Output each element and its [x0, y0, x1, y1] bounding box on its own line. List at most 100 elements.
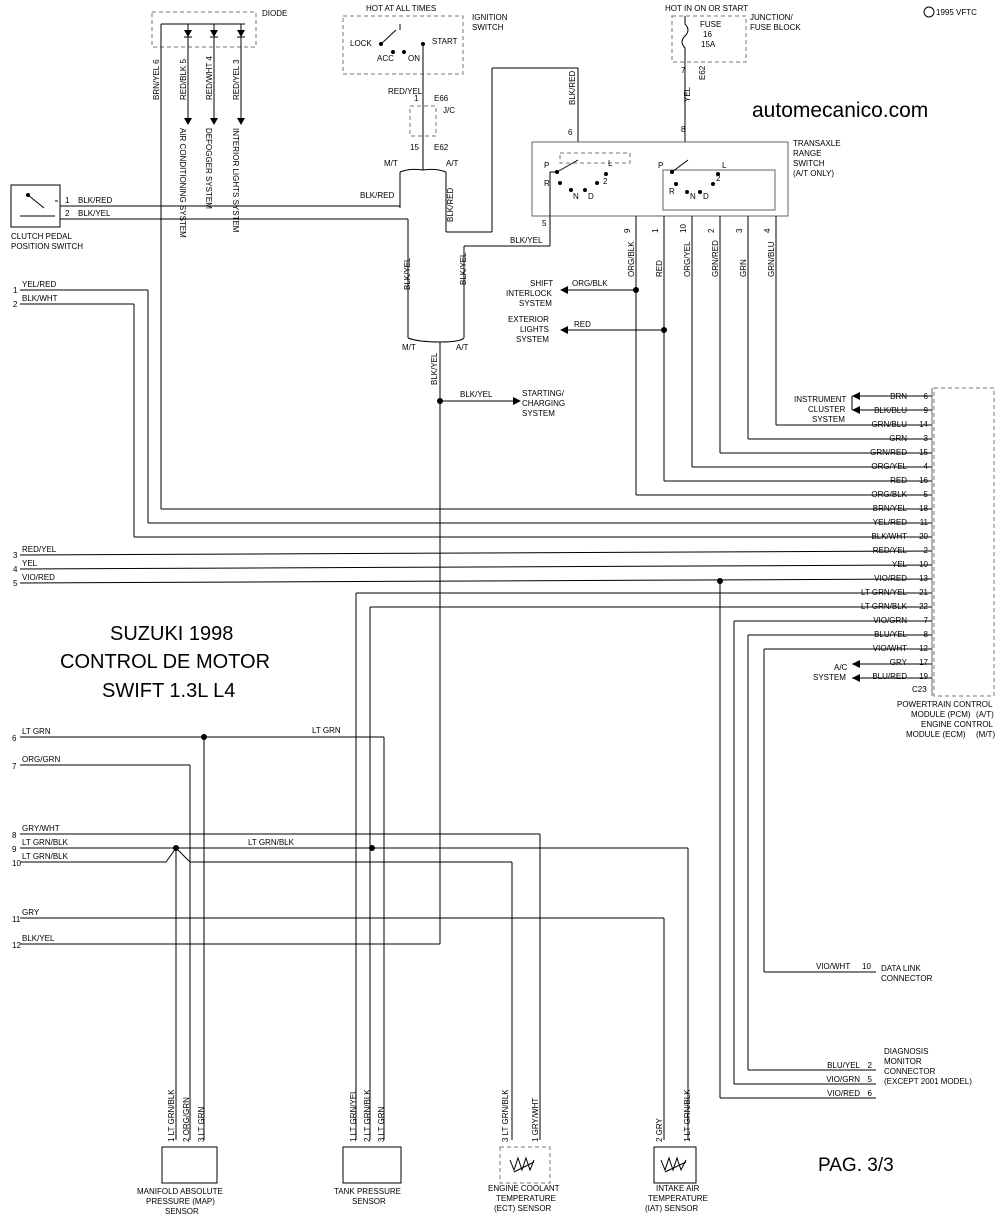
- diode-pin-3: RED/YEL 3: [232, 59, 241, 100]
- ignition-lock: LOCK: [350, 39, 372, 48]
- svg-text:P: P: [544, 161, 549, 170]
- starting-wire: BLK/YEL: [460, 390, 493, 399]
- left-wire-1: YEL/RED: [22, 280, 56, 289]
- lt-grn-blk-mid-label: LT GRN/BLK: [248, 838, 295, 847]
- mid-blkyel-2: BLK/YEL: [459, 252, 468, 285]
- ect-pin-3: 3 LT GRN/BLK: [501, 1089, 510, 1142]
- diode-symbols: [160, 23, 245, 47]
- fuse-hot-label: HOT IN ON OR START: [665, 4, 748, 13]
- website-watermark: automecanico.com: [752, 99, 928, 122]
- transaxle-switch-box: [531, 141, 789, 217]
- diag-wire-2: BLU/YEL: [827, 1061, 860, 1070]
- map-pin-3: 3 LT GRN: [197, 1107, 206, 1142]
- pcm-wire-10: YEL: [892, 560, 908, 569]
- fuse-wire-color: YEL: [683, 86, 692, 102]
- pcm-c23: C23: [912, 685, 927, 694]
- tank-label-2: SENSOR: [352, 1197, 386, 1206]
- left-wire-3: RED/YEL: [22, 545, 57, 554]
- transaxle-wire-9: ORG/BLK: [627, 241, 636, 277]
- map-label-3: SENSOR: [165, 1207, 199, 1216]
- ect-sensor-box: [499, 1146, 551, 1184]
- left-pin-1: 1: [13, 286, 18, 295]
- ignition-label-1: IGNITION: [472, 13, 508, 22]
- transaxle-wire-6: BLK/RED: [568, 71, 577, 105]
- pcm-wire-6: BRN: [890, 392, 907, 401]
- lower-wire-12: BLK/YEL: [22, 934, 55, 943]
- ignition-start: START: [432, 37, 458, 46]
- tank-label-1: TANK PRESSURE: [334, 1187, 401, 1196]
- transaxle-pin-5: 5: [542, 219, 547, 228]
- diode-pin-5: RED/BLK 5: [179, 59, 188, 100]
- defogger-system-label: DEFOGGER SYSTEM: [204, 128, 213, 209]
- lower-wire-6: LT GRN: [22, 727, 51, 736]
- pcm-pin-2: 2: [924, 546, 929, 555]
- iat-thermistor-icon: [660, 1156, 687, 1172]
- pcm-label-3: ENGINE CONTROL: [921, 720, 994, 729]
- transaxle-pins: 9ORG/BLK1RED10ORG/YEL2GRN/RED3GRN4GRN/BL…: [623, 224, 776, 277]
- pcm-label-4: MODULE (ECM): [906, 730, 966, 739]
- ignition-switch-box: [342, 15, 464, 75]
- svg-text:D: D: [703, 192, 709, 201]
- map-label-2: PRESSURE (MAP): [146, 1197, 215, 1206]
- transaxle-pin-3: 3: [735, 228, 744, 233]
- fuse-text-3: 15A: [701, 40, 716, 49]
- transaxle-wire-1: RED: [655, 260, 664, 277]
- ect-label-2: TEMPERATURE: [496, 1194, 556, 1203]
- transaxle-wire-3: GRN: [739, 259, 748, 277]
- ext-label-3: SYSTEM: [516, 335, 549, 344]
- lower-pin-10: 10: [12, 859, 21, 868]
- svg-text:R: R: [544, 179, 550, 188]
- transaxle-label-2: RANGE: [793, 149, 821, 158]
- transaxle-label-1: TRANSAXLE: [793, 139, 841, 148]
- iat-label-2: TEMPERATURE: [648, 1194, 708, 1203]
- iat-label-3: (IAT) SENSOR: [645, 1204, 698, 1213]
- svg-text:N: N: [573, 192, 579, 201]
- clutch-label-1: CLUTCH PEDAL: [11, 232, 72, 241]
- fuse-block-box: [671, 15, 747, 63]
- title-line-2: CONTROL DE MOTOR: [60, 651, 270, 673]
- ignition-pin-1: 1: [414, 94, 419, 103]
- ignition-mt: M/T: [384, 159, 398, 168]
- page-number: PAG. 3/3: [818, 1155, 894, 1176]
- dlc-label-1: DATA LINK: [881, 964, 921, 973]
- inst-label-3: SYSTEM: [812, 415, 845, 424]
- diag-wire-6: VIO/RED: [827, 1089, 860, 1098]
- ignition-jc: J/C: [443, 106, 455, 115]
- pcm-label-1: POWERTRAIN CONTROL: [897, 700, 993, 709]
- svg-text:R: R: [669, 187, 675, 196]
- ignition-pin-15: 15: [410, 143, 419, 152]
- routing-lines: [19, 47, 933, 1140]
- pcm-wire-13: VIO/RED: [874, 574, 907, 583]
- diag-label-4: (EXCEPT 2001 MODEL): [884, 1077, 972, 1086]
- left-pin-5: 5: [13, 579, 18, 588]
- ignition-hot-label: HOT AT ALL TIMES: [366, 4, 436, 13]
- diag-pin-5: 5: [868, 1075, 873, 1084]
- transaxle-label-4: (A/T ONLY): [793, 169, 834, 178]
- tank-pin-1: 1 LT GRN/YEL: [349, 1089, 358, 1142]
- svg-text:L: L: [608, 159, 613, 168]
- fuse-text-2: 16: [703, 30, 712, 39]
- pcm-pin-17: 17: [919, 658, 928, 667]
- map-pin-1: 1 LT GRN/BLK: [167, 1089, 176, 1142]
- mid-mt: M/T: [402, 343, 416, 352]
- ignition-acc: ACC: [377, 54, 394, 63]
- starting-label-1: STARTING/: [522, 389, 565, 398]
- pcm-label-2: MODULE (PCM): [911, 710, 971, 719]
- ect-thermistor-icon: [509, 1156, 535, 1172]
- ignition-blkred-at: BLK/RED: [446, 188, 455, 222]
- svg-text:2: 2: [716, 174, 721, 183]
- lower-wire-7: ORG/GRN: [22, 755, 60, 764]
- ect-label-3: (ECT) SENSOR: [494, 1204, 552, 1213]
- clutch-label-2: POSITION SWITCH: [11, 242, 83, 251]
- diag-label-1: DIAGNOSIS: [884, 1047, 928, 1056]
- ignition-contacts: [379, 24, 425, 74]
- pcm-pin-9: 9: [924, 406, 929, 415]
- lower-pin-8: 8: [12, 831, 17, 840]
- ext-wire: RED: [574, 320, 591, 329]
- left-wire-4: YEL: [22, 559, 38, 568]
- shift-label-2: INTERLOCK: [506, 289, 552, 298]
- left-wire-2: BLK/WHT: [22, 294, 58, 303]
- copyright-text: 1995 VFTC: [936, 8, 977, 17]
